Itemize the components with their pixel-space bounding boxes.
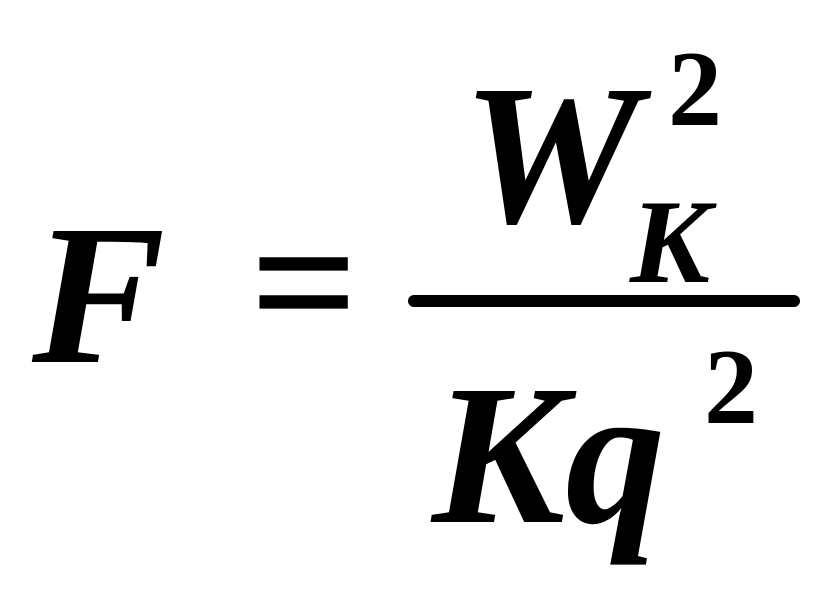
numerator-superscript: 2 <box>668 30 722 149</box>
denominator-base: Kq <box>432 345 666 566</box>
formula-lhs-variable: F <box>32 185 166 406</box>
fraction-bar <box>408 295 800 307</box>
numerator-base: W <box>462 45 640 266</box>
numerator-subscript: K <box>630 175 711 308</box>
equals-sign: = <box>250 178 359 388</box>
denominator-superscript: 2 <box>704 328 758 447</box>
